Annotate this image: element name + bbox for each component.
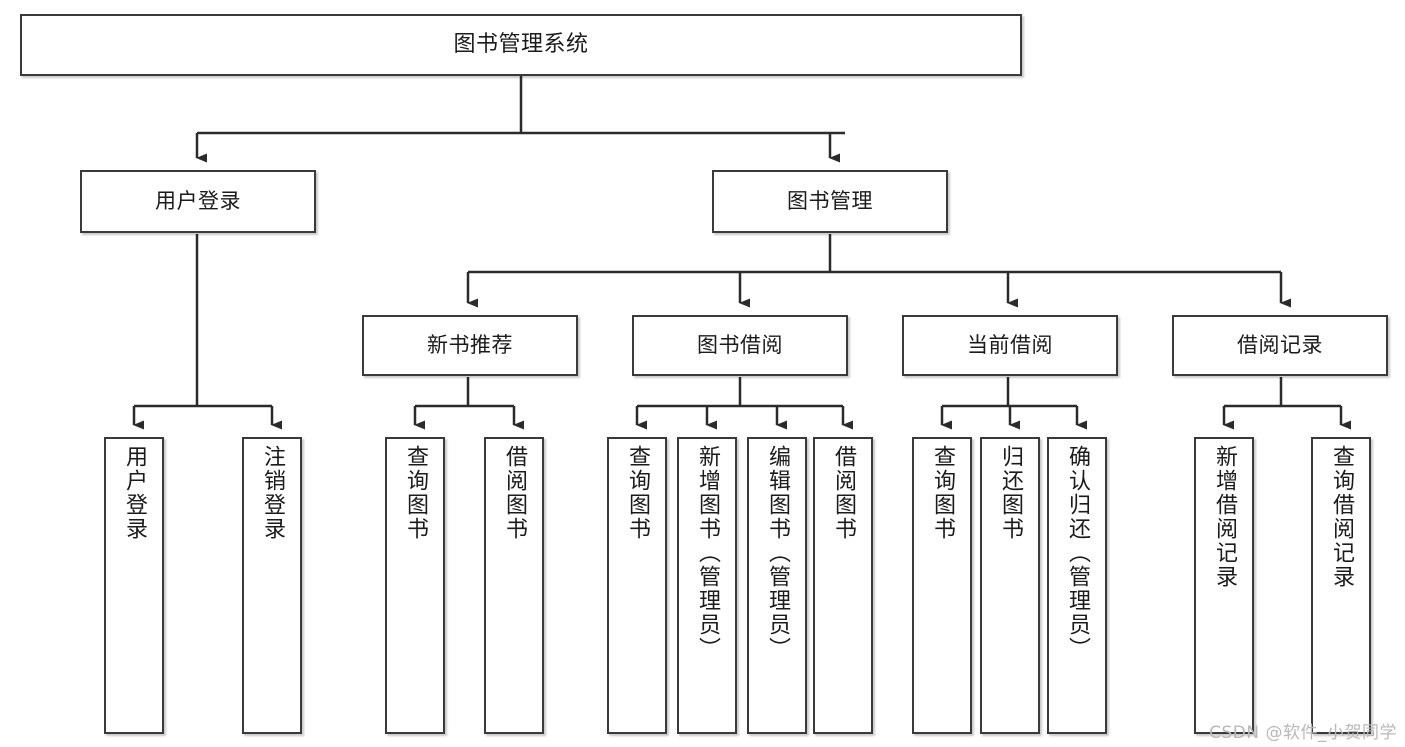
node-book-borrow-label: 图书借阅 <box>697 333 783 358</box>
node-leaf-return-book[interactable]: 归还图书 <box>980 437 1040 734</box>
node-leaf-query-book-2-label: 查询图书 <box>625 445 650 541</box>
node-leaf-borrow-book-2[interactable]: 借阅图书 <box>813 437 873 734</box>
node-book-borrow[interactable]: 图书借阅 <box>632 315 848 376</box>
node-user-login[interactable]: 用户登录 <box>80 170 316 233</box>
node-new-book-recommend-label: 新书推荐 <box>427 333 513 358</box>
node-borrow-record[interactable]: 借阅记录 <box>1172 315 1388 376</box>
node-leaf-query-book-2[interactable]: 查询图书 <box>607 437 667 734</box>
node-book-management[interactable]: 图书管理 <box>712 170 948 233</box>
node-current-borrow-label: 当前借阅 <box>967 333 1053 358</box>
watermark: CSDN @软件_小贺同学 <box>1209 723 1397 743</box>
node-borrow-record-label: 借阅记录 <box>1237 333 1323 358</box>
node-leaf-query-book-3[interactable]: 查询图书 <box>912 437 972 734</box>
node-leaf-borrow-book-1-label: 借阅图书 <box>502 445 527 541</box>
node-book-management-label: 图书管理 <box>787 189 873 214</box>
node-root-label: 图书管理系统 <box>453 32 589 58</box>
node-leaf-query-book-1[interactable]: 查询图书 <box>385 437 445 734</box>
node-leaf-edit-book[interactable]: 编辑图书（管理员） <box>747 437 807 734</box>
node-leaf-add-book[interactable]: 新增图书（管理员） <box>677 437 737 734</box>
node-leaf-logout[interactable]: 注销登录 <box>242 437 302 734</box>
node-leaf-return-book-label: 归还图书 <box>998 445 1023 541</box>
node-leaf-logout-label: 注销登录 <box>260 445 285 541</box>
node-current-borrow[interactable]: 当前借阅 <box>902 315 1118 376</box>
node-user-login-label: 用户登录 <box>155 189 241 214</box>
node-leaf-edit-book-label: 编辑图书（管理员） <box>765 445 790 661</box>
node-leaf-borrow-book-2-label: 借阅图书 <box>831 445 856 541</box>
node-leaf-borrow-book-1[interactable]: 借阅图书 <box>484 437 544 734</box>
node-leaf-confirm-return-label: 确认归还（管理员） <box>1065 445 1090 661</box>
node-leaf-user-login[interactable]: 用户登录 <box>104 437 164 734</box>
node-leaf-add-record[interactable]: 新增借阅记录 <box>1194 437 1254 734</box>
node-leaf-query-book-3-label: 查询图书 <box>930 445 955 541</box>
node-leaf-query-record[interactable]: 查询借阅记录 <box>1311 437 1371 734</box>
node-leaf-user-login-label: 用户登录 <box>122 445 147 541</box>
node-leaf-query-book-1-label: 查询图书 <box>403 445 428 541</box>
node-leaf-add-record-label: 新增借阅记录 <box>1212 445 1237 589</box>
node-leaf-add-book-label: 新增图书（管理员） <box>695 445 720 661</box>
node-new-book-recommend[interactable]: 新书推荐 <box>362 315 578 376</box>
node-leaf-query-record-label: 查询借阅记录 <box>1329 445 1354 589</box>
node-root[interactable]: 图书管理系统 <box>20 14 1022 76</box>
node-leaf-confirm-return[interactable]: 确认归还（管理员） <box>1047 437 1107 734</box>
